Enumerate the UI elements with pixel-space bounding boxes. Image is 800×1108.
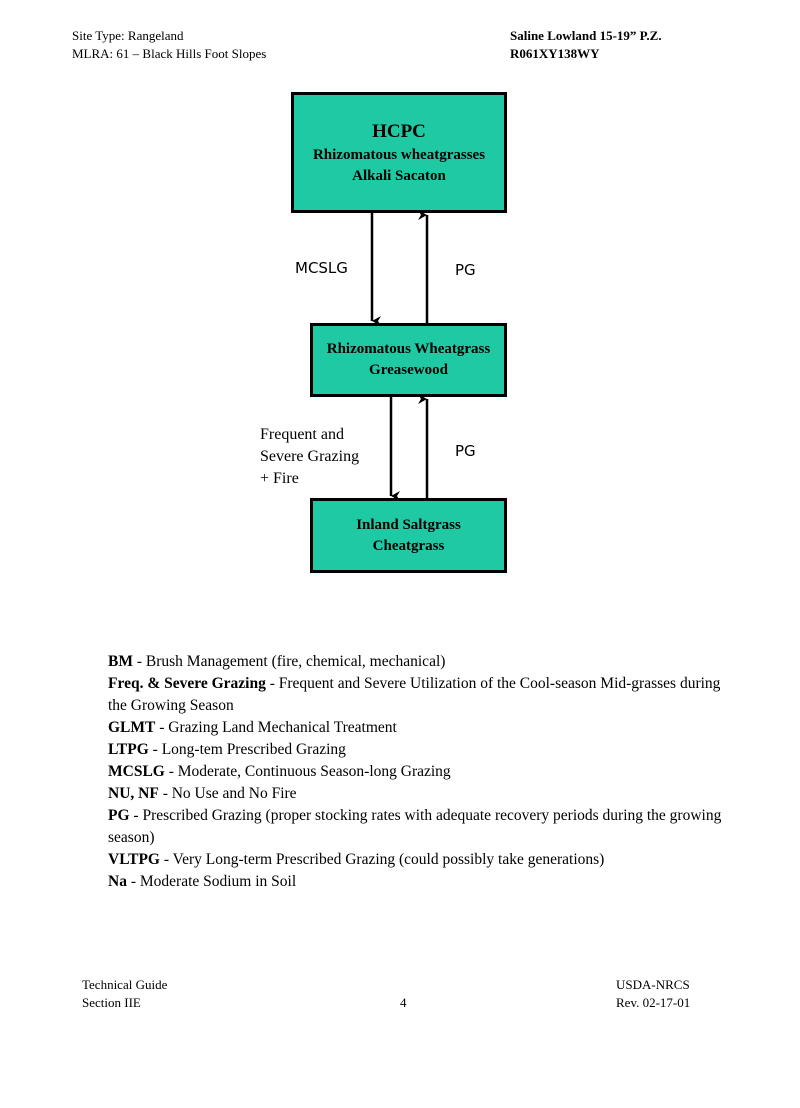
legend-definition: - Brush Management (fire, chemical, mech… [132,653,446,670]
hcpc-line1: Rhizomatous wheatgrasses [312,146,486,163]
legend-entry: BM - Brush Management (fire, chemical, m… [108,651,728,673]
label-freq-grazing-fire: Frequent and Severe Grazing + Fire [260,424,359,490]
legend-entry: GLMT - Grazing Land Mechanical Treatment [108,717,728,739]
site-type: Site Type: Rangeland [72,28,184,43]
ecosite-id: R061XY138WY [510,46,600,61]
label-freq-line1: Frequent and [260,426,344,443]
hcpc-line2: Alkali Sacaton [352,167,446,184]
legend-entry: PG - Prescribed Grazing (proper stocking… [108,805,728,849]
state-box-hcpc: HCPC Rhizomatous wheatgrasses Alkali Sac… [291,92,507,213]
mlra: MLRA: 61 – Black Hills Foot Slopes [72,46,267,61]
legend-definition: - Moderate Sodium in Soil [126,873,297,890]
abbreviation-legend: BM - Brush Management (fire, chemical, m… [108,651,728,893]
legend-term: BM [108,653,133,670]
legend-definition: - Grazing Land Mechanical Treatment [155,719,397,736]
legend-entry: VLTPG - Very Long-term Prescribed Grazin… [108,849,728,871]
footer-revision: Rev. 02-17-01 [616,995,691,1010]
label-pg-bottom: PG [455,442,476,460]
legend-term: LTPG [108,741,149,758]
legend-entry: Na - Moderate Sodium in Soil [108,871,728,893]
legend-term: Freq. & Severe Grazing [108,675,266,692]
legend-entry: MCSLG - Moderate, Continuous Season-long… [108,761,728,783]
page-number: 4 [400,995,407,1010]
legend-entry: Freq. & Severe Grazing - Frequent and Se… [108,673,728,717]
label-mcslg: MCSLG [295,259,348,277]
state-box-wheatgrass-greasewood: Rhizomatous Wheatgrass Greasewood [310,323,507,397]
legend-definition: - Frequent and Severe Utilization of the… [108,675,721,714]
footer-agency: USDA-NRCS [616,977,690,992]
legend-term: GLMT [108,719,156,736]
bottom-line1: Inland Saltgrass [356,516,461,533]
legend-term: Na [108,873,127,890]
label-freq-line3: + Fire [260,470,299,487]
hcpc-title: HCPC [372,120,426,142]
legend-definition: - Very Long-term Prescribed Grazing (cou… [159,851,605,868]
footer-agency-info: USDA-NRCS Rev. 02-17-01 [616,976,690,1012]
header-site-info: Site Type: Rangeland MLRA: 61 – Black Hi… [72,27,266,63]
legend-definition: - No Use and No Fire [158,785,297,802]
legend-definition: - Prescribed Grazing (proper stocking ra… [108,807,722,846]
legend-entry: LTPG - Long-tem Prescribed Grazing [108,739,728,761]
legend-term: VLTPG [108,851,160,868]
legend-term: PG [108,807,130,824]
legend-definition: - Moderate, Continuous Season-long Grazi… [164,763,451,780]
footer-guide-info: Technical Guide Section IIE [82,976,167,1012]
mid-line1: Rhizomatous Wheatgrass [326,341,491,357]
legend-term: MCSLG [108,763,165,780]
mid-line2: Greasewood [369,362,448,378]
legend-definition: - Long-tem Prescribed Grazing [148,741,346,758]
ecosite-name: Saline Lowland 15-19” P.Z. [510,28,662,43]
footer-section: Section IIE [82,995,141,1010]
label-pg-top: PG [455,261,476,279]
state-box-saltgrass-cheatgrass: Inland Saltgrass Cheatgrass [310,498,507,573]
header-ecosite: Saline Lowland 15-19” P.Z. R061XY138WY [510,27,662,63]
footer-guide: Technical Guide [82,977,168,992]
legend-term: NU, NF [108,785,159,802]
legend-entry: NU, NF - No Use and No Fire [108,783,728,805]
bottom-line2: Cheatgrass [372,537,445,554]
label-freq-line2: Severe Grazing [260,448,360,465]
